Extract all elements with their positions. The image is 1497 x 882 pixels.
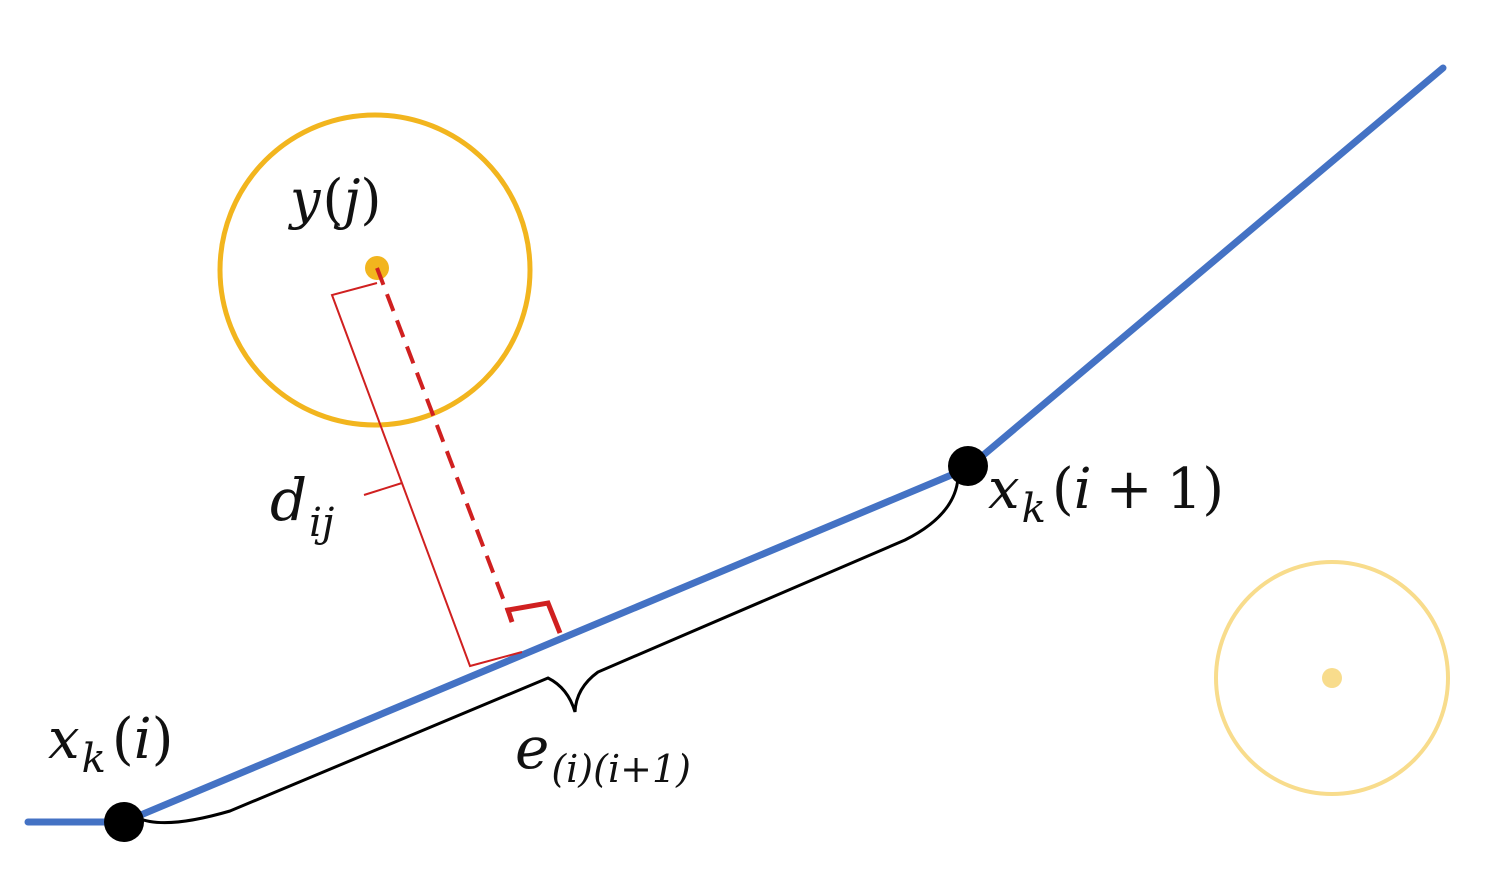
trajectory-path bbox=[24, 64, 1447, 826]
distance-label-leader bbox=[363, 482, 403, 496]
distance-dimension-bracket bbox=[330, 282, 523, 668]
right-angle-marker bbox=[504, 600, 563, 634]
label-d-ij: dij bbox=[270, 466, 334, 546]
label-y-j: y(j) bbox=[288, 168, 381, 231]
faded-observation-center-dot bbox=[1322, 668, 1342, 688]
faded-observation-circle bbox=[1214, 560, 1450, 796]
node-x-k-i-plus-1 bbox=[948, 446, 988, 486]
label-x-k-i-plus-1: xk(i+1) bbox=[988, 457, 1224, 532]
perpendicular-distance-line bbox=[375, 267, 514, 623]
observation-circle bbox=[217, 112, 533, 428]
label-e-edge: e(i)(i+1) bbox=[515, 714, 691, 791]
label-x-k-i: xk(i) bbox=[48, 707, 173, 782]
node-x-k-i bbox=[104, 802, 144, 842]
edge-curly-brace bbox=[136, 476, 960, 825]
